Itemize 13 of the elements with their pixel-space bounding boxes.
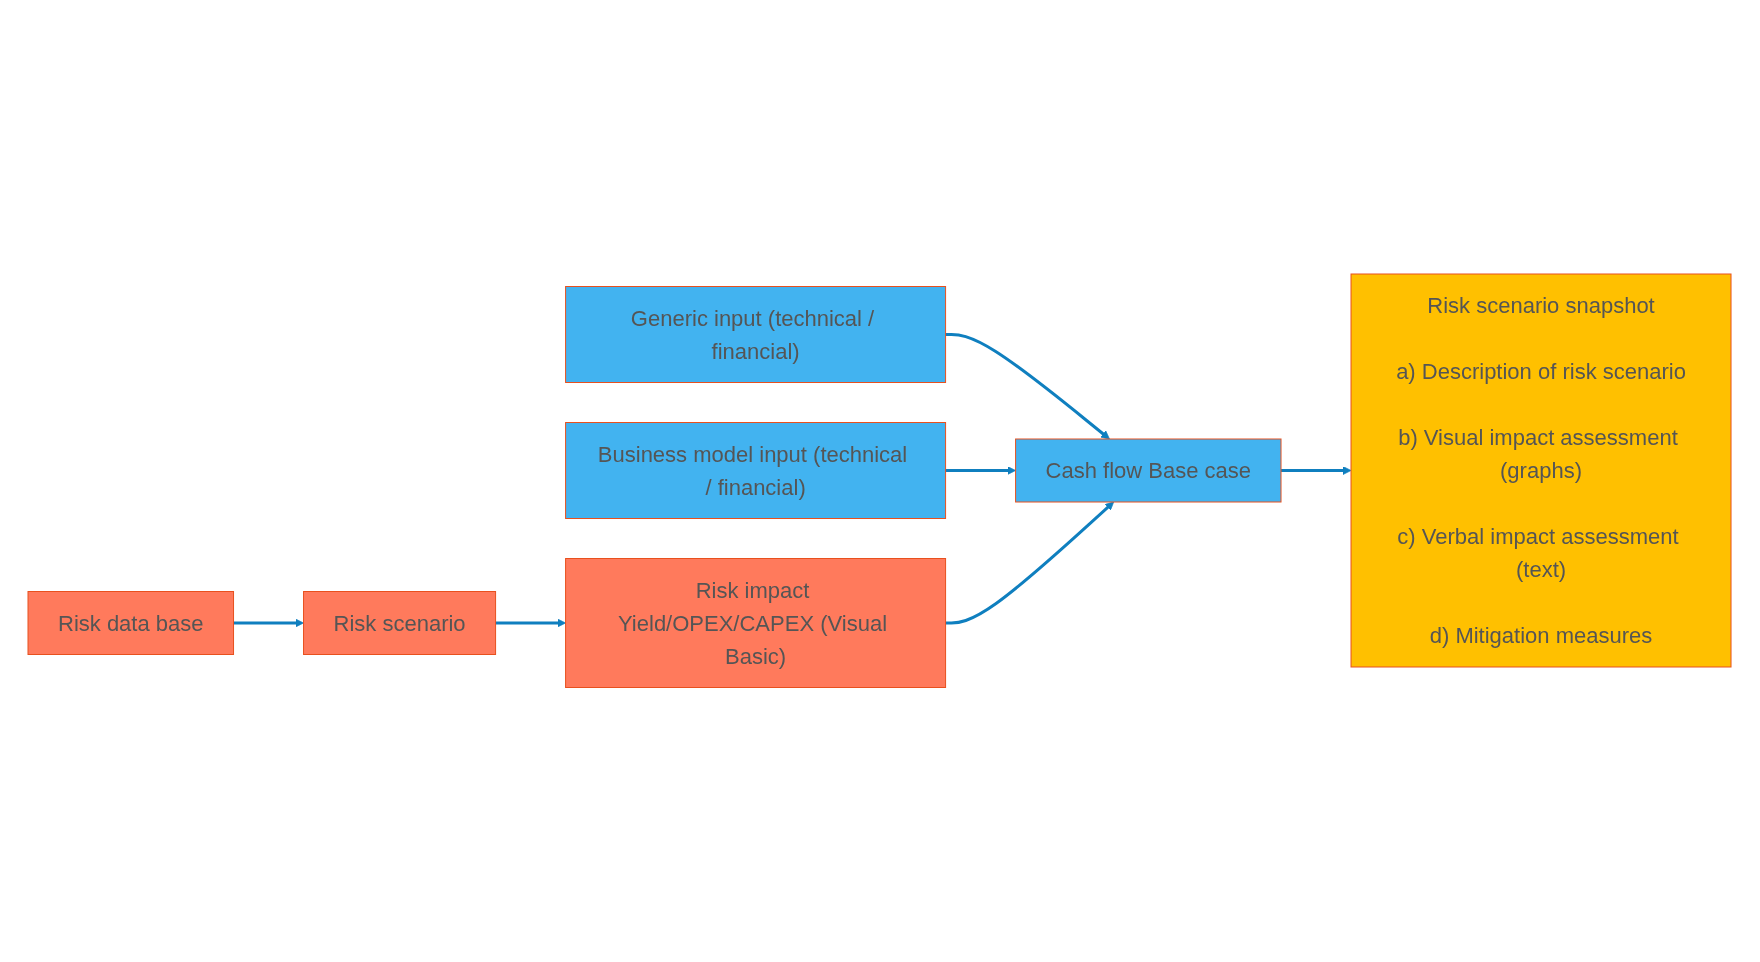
node-box: Risk impact Yield/OPEX/CAPEX (Visual Basic) (565, 558, 947, 689)
arrow (496, 618, 567, 628)
arrow (946, 466, 1017, 476)
arrow (234, 618, 305, 628)
node-box: Generic input (technical / financial) (565, 286, 947, 384)
arrow (946, 333, 1111, 440)
node-box: Business model input (technical / financial) (565, 422, 947, 520)
node-box: Risk data base (28, 591, 235, 656)
node-box: Risk scenario (303, 591, 497, 656)
node-box: Risk scenario snapshot a) Description of risk scenario b) Visual impact assessment (graphs) c) Verbal impact assessment (text) d) Mitigation measures (1351, 273, 1732, 668)
node-box: Cash flow Base case (1015, 438, 1282, 503)
arrow (946, 501, 1115, 625)
arrow (1281, 466, 1352, 476)
